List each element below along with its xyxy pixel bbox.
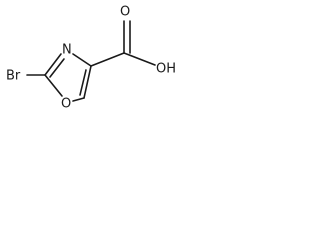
atom-label-ring-oxygen: O <box>61 97 71 112</box>
atom-label-hydroxyl: OH <box>156 62 176 77</box>
molecule-diagram: Br N O O OH <box>6 5 176 112</box>
bond-c4-cacid <box>90 52 125 67</box>
bond-c5-o1 <box>72 97 85 102</box>
bond-cacid-oh <box>123 52 156 66</box>
bond-c4-c5-double <box>79 69 87 96</box>
bond-c4-c5 <box>83 65 92 99</box>
bond-o1-c2 <box>44 74 63 97</box>
structure-canvas: Br N O O OH <box>0 0 204 126</box>
bond-c2-n3 <box>44 53 62 76</box>
bond-n3-c4 <box>72 53 92 67</box>
atom-label-nitrogen: N <box>62 43 72 58</box>
atom-label-carbonyl-oxygen: O <box>120 5 130 20</box>
atom-label-bromine: Br <box>6 69 21 84</box>
bond-c2-n3-double <box>49 58 65 78</box>
